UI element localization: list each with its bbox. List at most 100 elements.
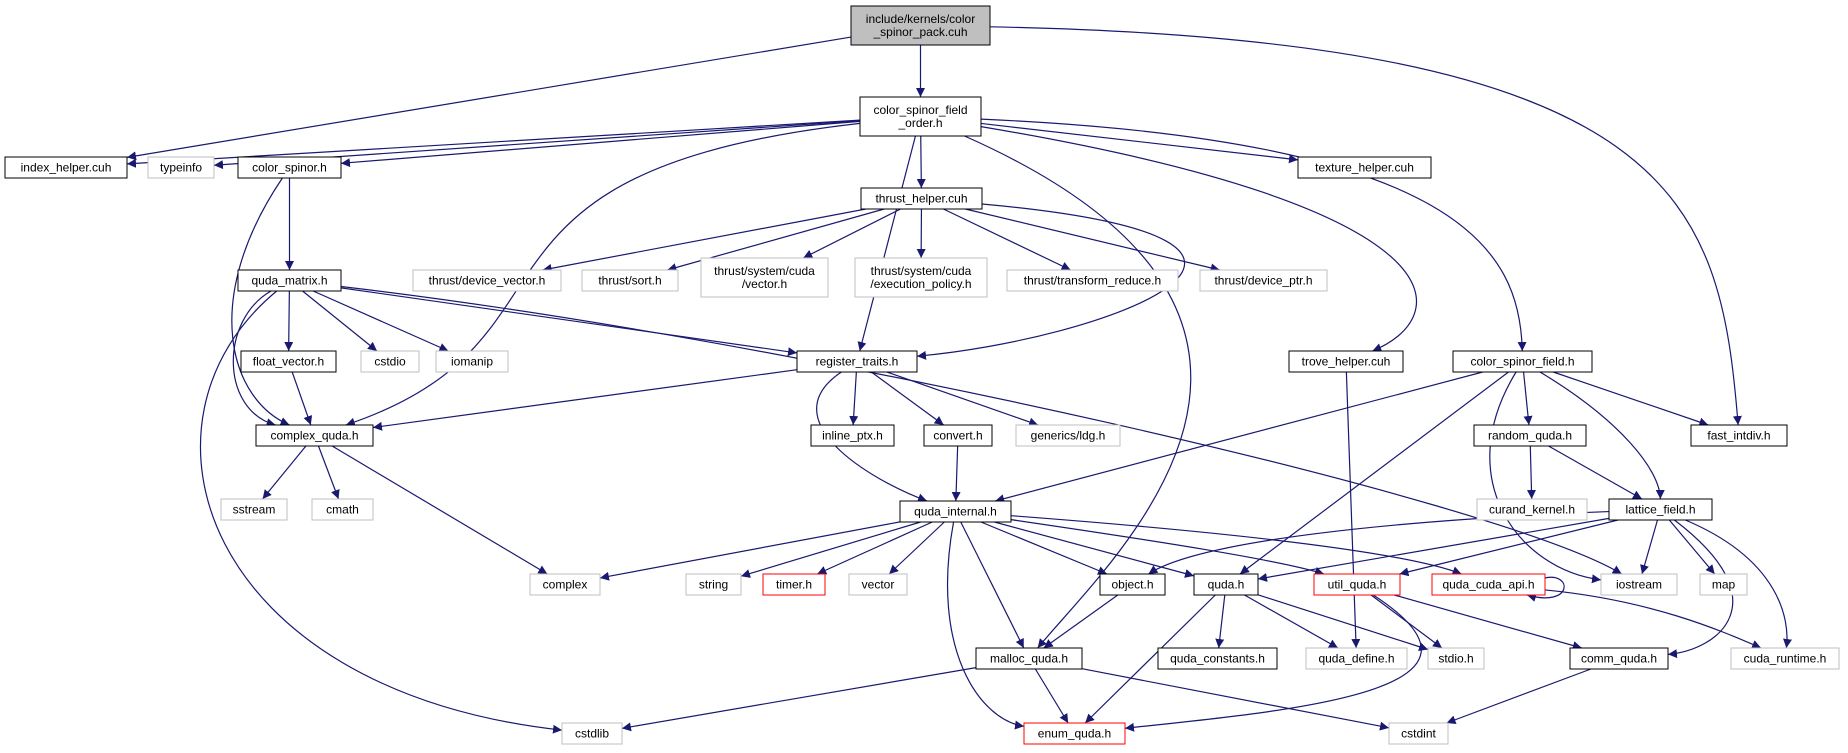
node-color-spinor-field[interactable]: color_spinor_field.h bbox=[1452, 350, 1593, 373]
node-quda[interactable]: quda.h bbox=[1193, 573, 1259, 596]
node-t-transform[interactable]: thrust/transform_reduce.h bbox=[1006, 269, 1179, 292]
edge-malloc_quda-to-cstdint bbox=[1081, 668, 1390, 731]
edge-quda_internal-to-util_quda bbox=[1010, 519, 1325, 576]
node-convert[interactable]: convert.h bbox=[923, 424, 993, 447]
node-complex[interactable]: complex bbox=[529, 573, 601, 596]
node-sstream[interactable]: sstream bbox=[220, 498, 288, 521]
node-label: register_traits.h bbox=[816, 355, 899, 369]
edge-complex_quda-to-sstream bbox=[262, 445, 307, 500]
node-timer[interactable]: timer.h bbox=[762, 573, 826, 596]
node-box bbox=[899, 500, 1012, 523]
node-cstdlib[interactable]: cstdlib bbox=[561, 722, 623, 745]
edge-color_spinor_field-to-iostream bbox=[1489, 371, 1602, 584]
edge-csfo-to-thrust_helper bbox=[916, 135, 926, 189]
edge-lattice_field-to-cuda_runtime bbox=[1685, 519, 1792, 649]
node-quda-define[interactable]: quda_define.h bbox=[1305, 647, 1408, 670]
node-label: enum_quda.h bbox=[1038, 727, 1111, 741]
node-root[interactable]: include/kernels/color_spinor_pack.cuh bbox=[850, 5, 991, 46]
node-generics-ldg[interactable]: generics/ldg.h bbox=[1015, 424, 1121, 447]
node-register-traits[interactable]: register_traits.h bbox=[796, 350, 918, 373]
node-stdio[interactable]: stdio.h bbox=[1427, 647, 1485, 670]
node-cmath[interactable]: cmath bbox=[311, 498, 374, 521]
node-label: typeinfo bbox=[160, 161, 202, 175]
node-box bbox=[1730, 647, 1840, 670]
node-label: include/kernels/color bbox=[866, 12, 975, 26]
node-quda-constants[interactable]: quda_constants.h bbox=[1157, 647, 1278, 670]
node-label: inline_ptx.h bbox=[822, 429, 883, 443]
node-complex-quda[interactable]: complex_quda.h bbox=[255, 424, 374, 447]
edge-quda_internal-to-quda bbox=[994, 521, 1195, 578]
node-trove-helper[interactable]: trove_helper.cuh bbox=[1288, 350, 1404, 373]
node-cuda-runtime[interactable]: cuda_runtime.h bbox=[1730, 647, 1840, 670]
node-t-devptr[interactable]: thrust/device_ptr.h bbox=[1199, 269, 1328, 292]
node-typeinfo[interactable]: typeinfo bbox=[147, 156, 215, 179]
node-box bbox=[848, 573, 908, 596]
node-label: thrust/device_ptr.h bbox=[1214, 274, 1312, 288]
node-string[interactable]: string bbox=[685, 573, 742, 596]
node-label: trove_helper.cuh bbox=[1302, 355, 1391, 369]
node-inline-ptx[interactable]: inline_ptx.h bbox=[810, 424, 895, 447]
node-color-spinor[interactable]: color_spinor.h bbox=[237, 156, 342, 179]
node-iostream[interactable]: iostream bbox=[1600, 573, 1678, 596]
node-vector[interactable]: vector bbox=[848, 573, 908, 596]
node-box bbox=[237, 269, 342, 292]
node-label: /vector.h bbox=[742, 277, 787, 291]
node-thrust-helper[interactable]: thrust_helper.cuh bbox=[860, 187, 983, 210]
node-index-helper[interactable]: index_helper.cuh bbox=[4, 156, 128, 179]
node-label: timer.h bbox=[776, 578, 812, 592]
node-box bbox=[1608, 498, 1713, 521]
edge-register_traits-to-complex_quda bbox=[372, 369, 798, 431]
edge-csfo-to-color_spinor bbox=[340, 120, 861, 168]
node-box bbox=[1476, 498, 1588, 521]
edge-lattice_field-to-map bbox=[1668, 519, 1716, 575]
edge-lattice_field-to-util_quda bbox=[1399, 519, 1619, 577]
node-iomanip[interactable]: iomanip bbox=[435, 350, 509, 373]
node-box bbox=[240, 350, 337, 373]
node-random-quda[interactable]: random_quda.h bbox=[1473, 424, 1587, 447]
edge-register_traits-to-convert bbox=[870, 371, 945, 426]
node-label: quda.h bbox=[1208, 578, 1245, 592]
node-comm-quda[interactable]: comm_quda.h bbox=[1569, 647, 1669, 670]
node-label: quda_cuda_api.h bbox=[1442, 578, 1534, 592]
node-curand-kernel[interactable]: curand_kernel.h bbox=[1476, 498, 1588, 521]
node-util-quda[interactable]: util_quda.h bbox=[1313, 573, 1401, 596]
node-lattice-field[interactable]: lattice_field.h bbox=[1608, 498, 1713, 521]
node-t-devvec[interactable]: thrust/device_vector.h bbox=[412, 269, 562, 292]
node-fast-intdiv[interactable]: fast_intdiv.h bbox=[1690, 424, 1788, 447]
node-box bbox=[1297, 156, 1432, 179]
node-malloc-quda[interactable]: malloc_quda.h bbox=[975, 647, 1083, 670]
node-box bbox=[860, 187, 983, 210]
node-box bbox=[237, 156, 342, 179]
edge-color_spinor_field-to-lattice_field bbox=[1539, 371, 1665, 500]
node-quda-internal[interactable]: quda_internal.h bbox=[899, 500, 1012, 523]
node-quda-matrix[interactable]: quda_matrix.h bbox=[237, 269, 342, 292]
node-float-vector[interactable]: float_vector.h bbox=[240, 350, 337, 373]
edge-thrust_helper-to-t_devvec bbox=[542, 208, 866, 273]
edge-root-to-index_helper bbox=[126, 36, 852, 161]
node-csfo[interactable]: color_spinor_field_order.h bbox=[859, 96, 982, 137]
node-texture-helper[interactable]: texture_helper.cuh bbox=[1297, 156, 1432, 179]
node-box bbox=[1569, 647, 1669, 670]
node-t-exec[interactable]: thrust/system/cuda/execution_policy.h bbox=[854, 257, 988, 298]
node-box bbox=[1699, 573, 1748, 596]
node-quda-cuda-api[interactable]: quda_cuda_api.h bbox=[1431, 573, 1546, 596]
node-enum-quda[interactable]: enum_quda.h bbox=[1023, 722, 1126, 745]
node-box bbox=[147, 156, 215, 179]
edge-quda_internal-to-timer bbox=[816, 521, 933, 575]
node-object[interactable]: object.h bbox=[1099, 573, 1166, 596]
edge-lattice_field-to-comm_quda bbox=[1667, 519, 1734, 659]
node-cstdint[interactable]: cstdint bbox=[1388, 722, 1449, 745]
edge-quda-to-quda_constants bbox=[1215, 594, 1226, 649]
node-label: util_quda.h bbox=[1328, 578, 1387, 592]
node-box bbox=[975, 647, 1083, 670]
node-cstdio[interactable]: cstdio bbox=[360, 350, 420, 373]
edge-quda_matrix-to-register_traits bbox=[340, 287, 798, 357]
node-box bbox=[700, 257, 829, 298]
edge-thrust_helper-to-t_transform bbox=[943, 208, 1071, 271]
node-t-sort[interactable]: thrust/sort.h bbox=[581, 269, 679, 292]
node-map[interactable]: map bbox=[1699, 573, 1748, 596]
node-label: thrust/sort.h bbox=[598, 274, 661, 288]
edge-quda_internal-to-enum_quda bbox=[946, 521, 1025, 730]
node-t-cudavec[interactable]: thrust/system/cuda/vector.h bbox=[700, 257, 829, 298]
